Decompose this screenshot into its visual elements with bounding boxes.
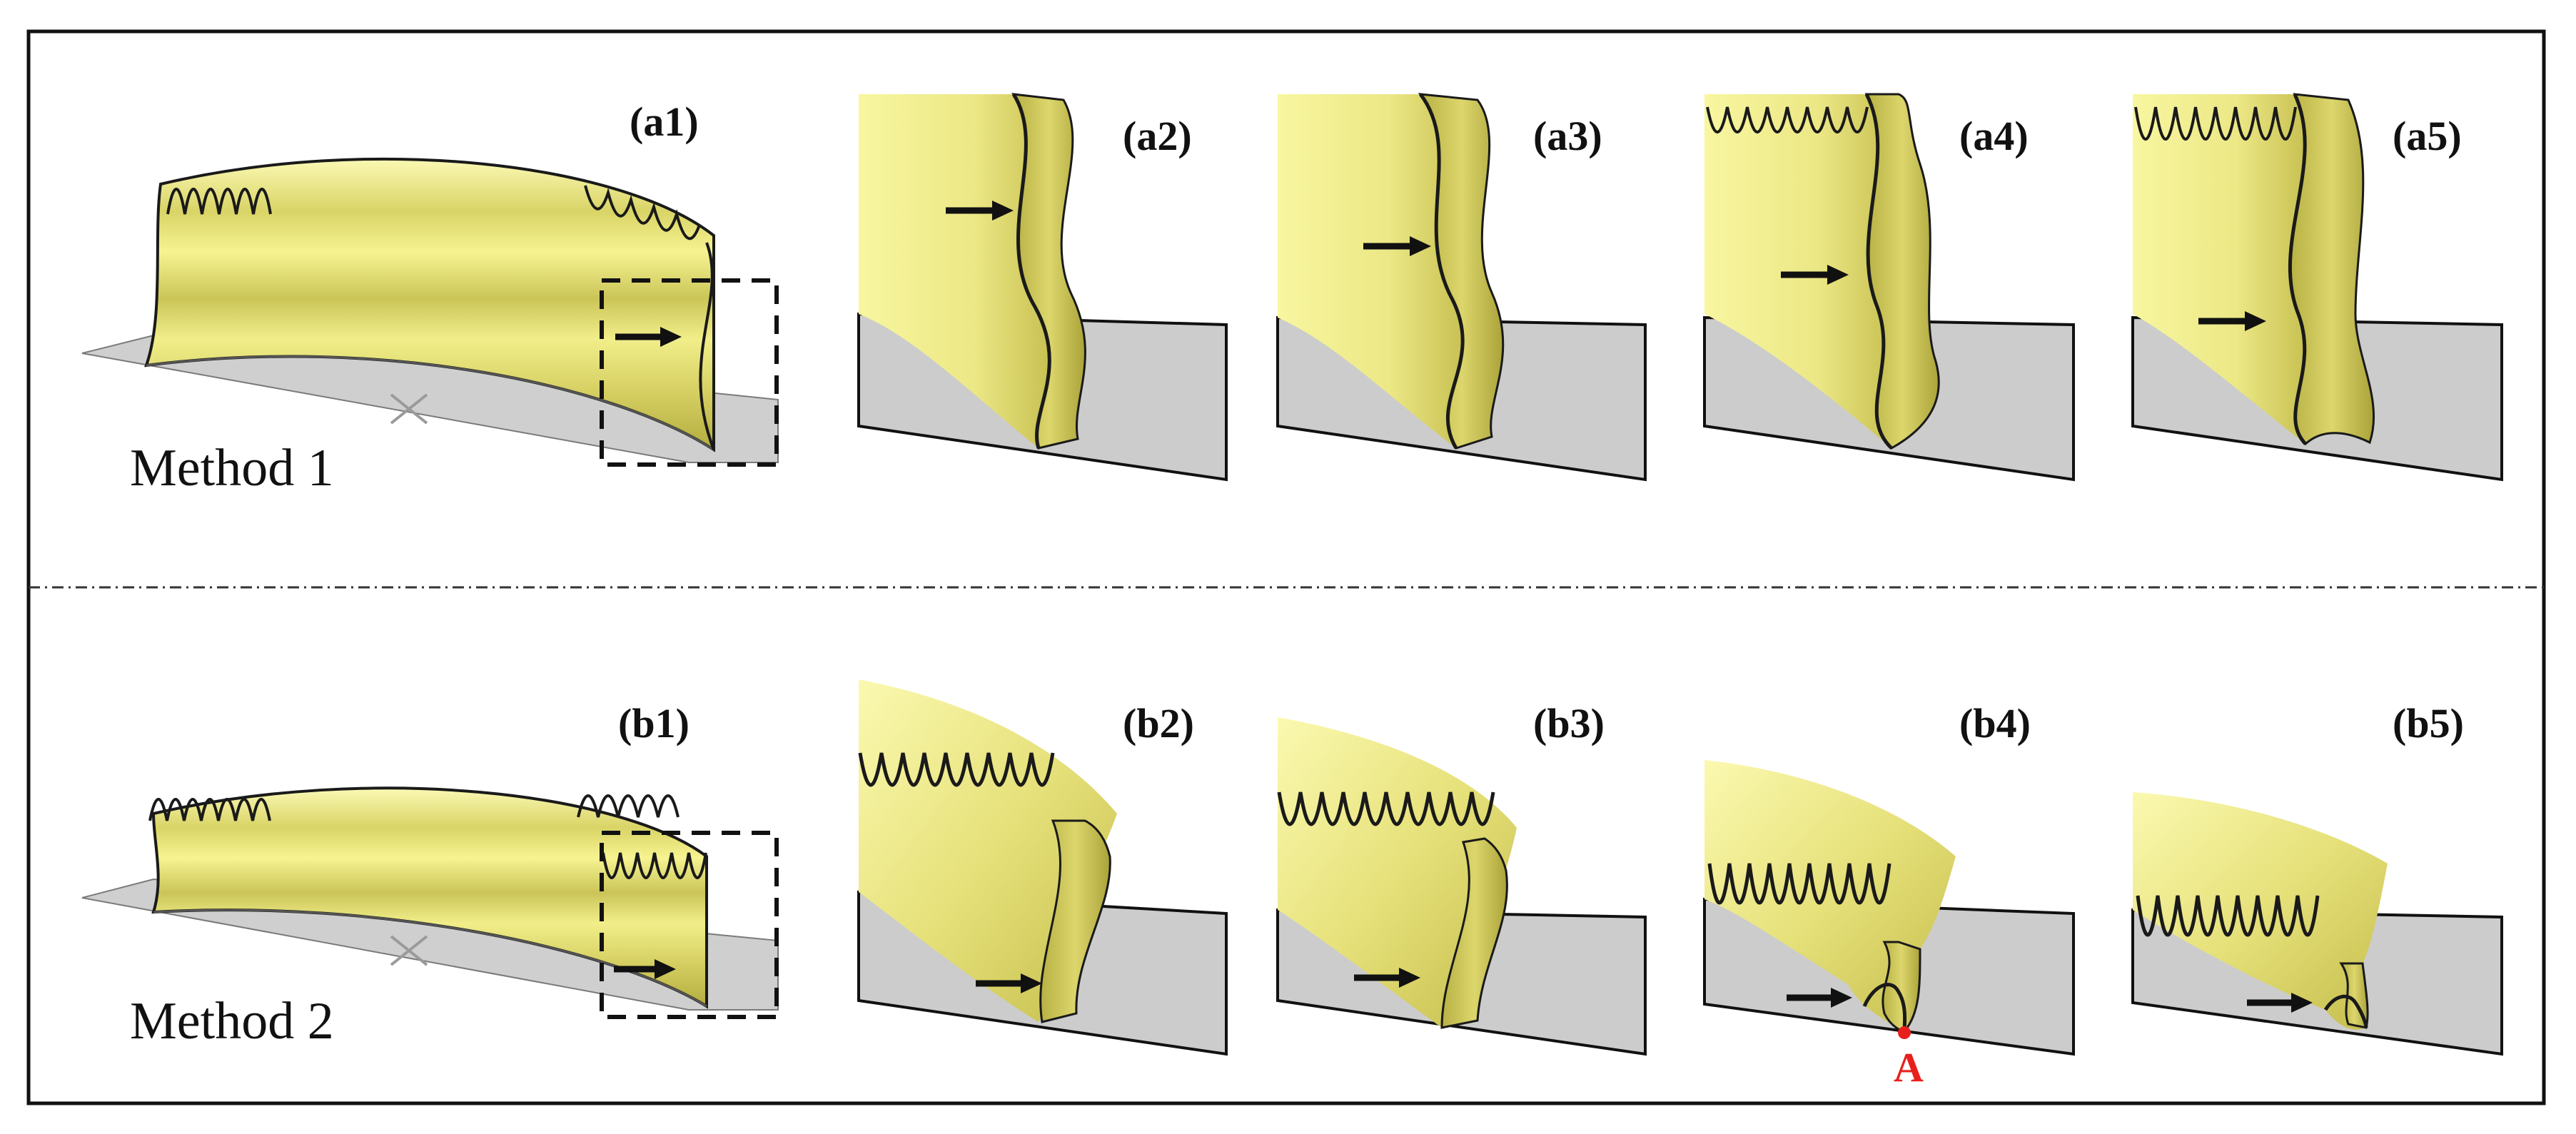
panel-b1-overview: (b1) Method 2 [81,700,779,1051]
wrinkle-edge [1277,791,1495,826]
panel-b5: (b5) [2131,700,2503,1056]
method-label-1: Method 1 [130,439,334,497]
panel-label-a5: (a5) [2393,113,2462,159]
method-label-2: Method 2 [130,992,334,1051]
wrinkle-edge-right [584,185,701,241]
flange-inner-edge [146,355,714,451]
flange-tongue [1039,819,1111,1023]
flange-inner-edge [153,908,707,1008]
flange-wall [1704,94,1891,448]
arrow-icon [2198,311,2266,331]
panel-label-a4: (a4) [1959,113,2029,159]
arrow-icon [615,327,682,347]
panel-label-a3: (a3) [1533,113,1602,159]
panel-a5: (a5) [2131,93,2503,482]
flange-edge-line [1864,93,1893,450]
flange-tongue [1440,837,1508,1029]
flange-edge-profile [699,242,715,450]
arrow-icon [2247,993,2313,1013]
wrinkle-edge [858,752,1055,787]
wrinkle-edge-box [602,852,707,879]
flange-wall [859,94,1050,448]
wrinkle-edge-right [577,794,680,818]
sheet-plate [81,334,779,463]
flange-wall [1278,94,1463,448]
flange-curl-edge [2323,994,2368,1028]
center-cross-icon [390,935,428,966]
panel-label-a1: (a1) [630,98,699,145]
panel-label-b2: (b2) [1123,700,1194,746]
arrow-icon [1787,988,1852,1008]
flange-edge-line [2288,93,2307,445]
arrow-icon [1354,968,1420,988]
center-cross-icon [390,393,428,425]
panel-label-b3: (b3) [1533,700,1605,746]
arrow-icon [976,973,1042,993]
wrinkle-edge-left [166,188,272,215]
arrow-icon [614,959,676,979]
panel-a3: (a3) [1276,93,1647,482]
wrinkle-edge [1707,863,1891,905]
panel-label-b1: (b1) [618,700,690,746]
panel-label-b4: (b4) [1959,700,2031,746]
wrinkle-edge-left [148,798,271,821]
panel-a4: (a4) [1703,93,2075,482]
panel-label-b5: (b5) [2393,700,2464,746]
panel-b2: (b2) [857,679,1228,1056]
panel-b4: A (b4) [1703,700,2075,1090]
panel-a2: (a2) [857,93,1228,482]
flange-edge-line [1419,93,1465,450]
wrinkle-edge-top [1706,106,1869,133]
wrinkle-edge [2136,895,2320,937]
flange-wall [2133,94,2305,444]
point-a-label: A [1894,1044,1924,1090]
panel-a1-overview: (a1) Method 1 [81,98,779,497]
arrow-icon [1781,265,1849,285]
arrow-icon [946,201,1014,221]
wrinkle-edge-top [2134,106,2297,141]
flange-edge-line [1011,93,1051,449]
point-a-marker [1898,1026,1911,1039]
panel-b3: (b3) [1276,700,1647,1056]
arrow-icon [1363,236,1431,256]
panel-label-a2: (a2) [1123,113,1192,159]
flange-curl-edge [1862,983,1907,1032]
